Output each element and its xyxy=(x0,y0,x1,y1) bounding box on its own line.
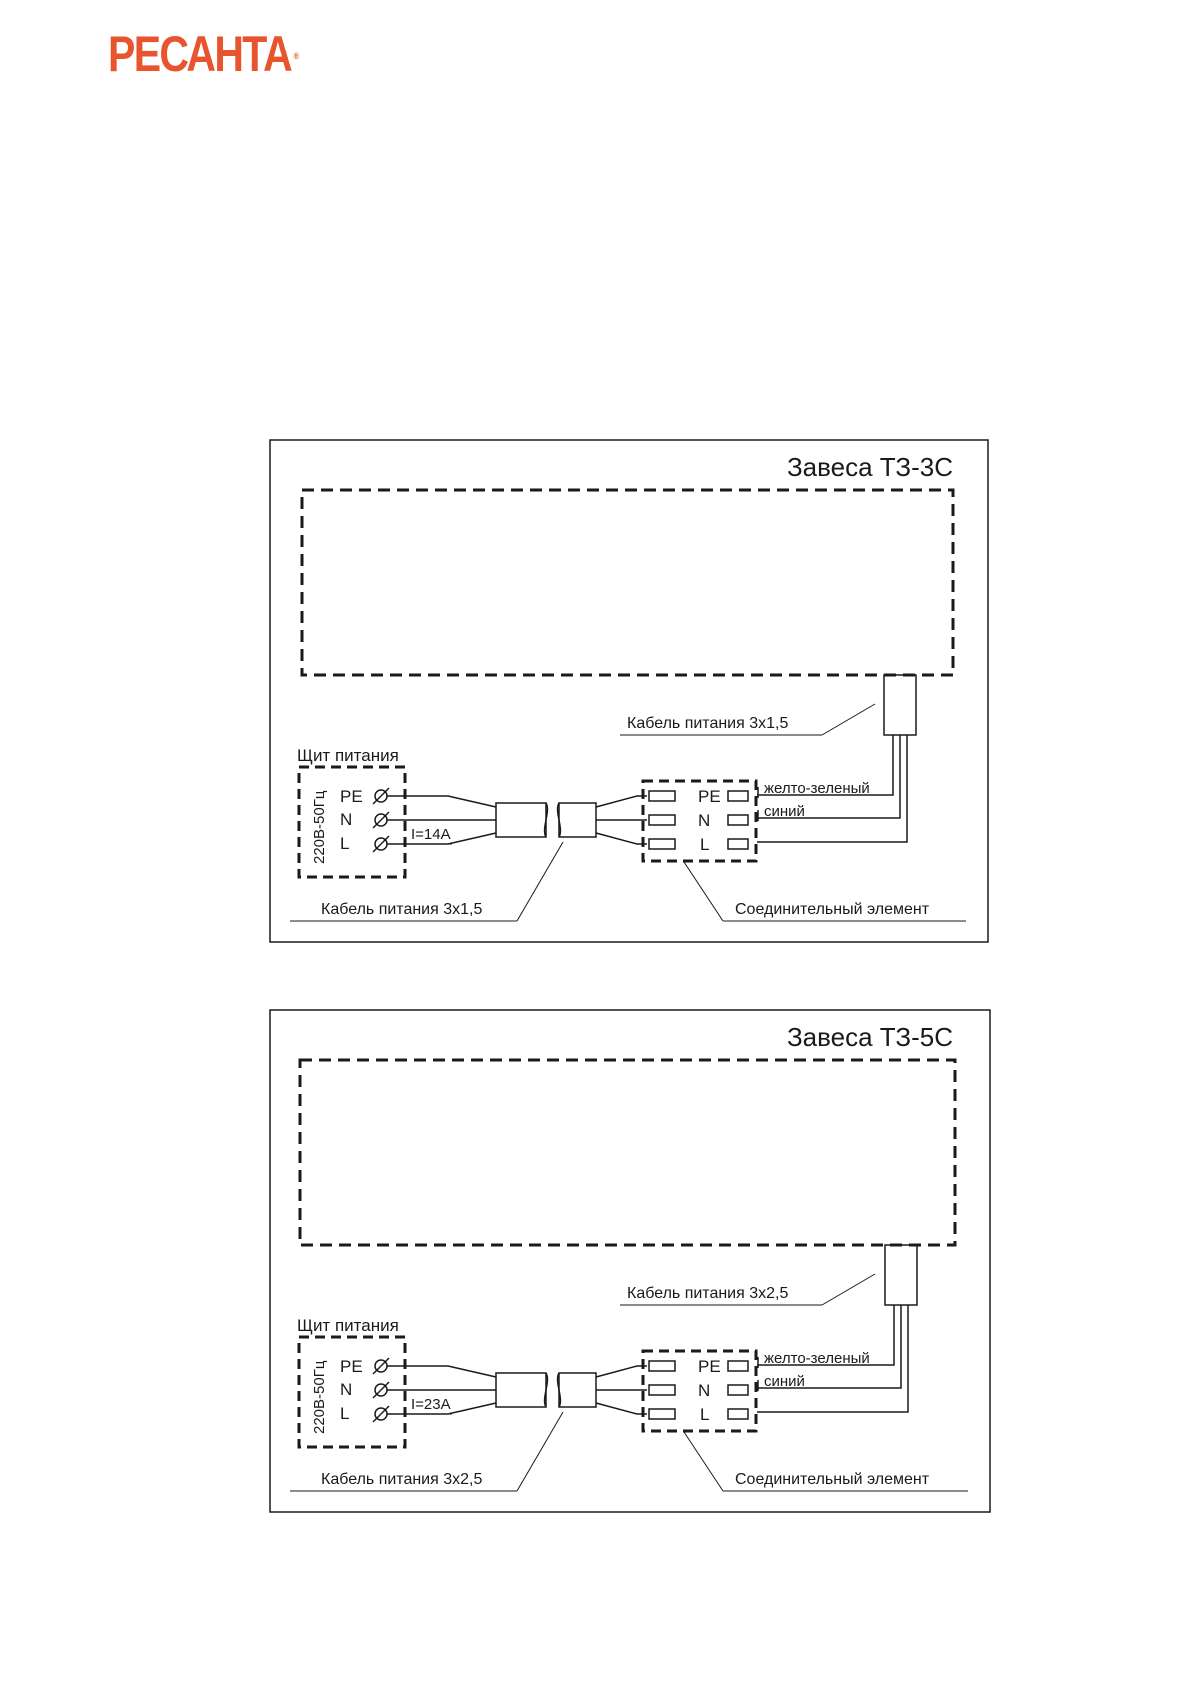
connector-l-label: L xyxy=(700,835,709,854)
diagram-title: Завеса ТЗ-3С xyxy=(787,452,953,482)
cable-supply-label: Кабель питания 3х1,5 xyxy=(321,901,482,918)
resanta-logo: РЕСАНТА® xyxy=(108,29,299,79)
connector-label: Соединительный элемент xyxy=(735,1471,930,1488)
supply-label: 220В-50Гц xyxy=(311,1360,328,1434)
terminal-l-label: L xyxy=(340,1404,349,1423)
terminal-n-label: N xyxy=(340,1380,352,1399)
cable-supply-leader xyxy=(516,841,564,922)
wire-n-label: синий xyxy=(764,1373,805,1390)
terminal-screws xyxy=(372,1357,390,1423)
connector-pe-label: PE xyxy=(698,1357,721,1376)
wire-n-label: синий xyxy=(764,803,805,820)
panel-label: Щит питания xyxy=(297,1316,399,1335)
supply-cable xyxy=(387,795,647,845)
current-label: I=23A xyxy=(411,1396,451,1413)
connector-clamps xyxy=(648,1360,749,1420)
cable-gland xyxy=(884,1244,918,1306)
cable-device-leader xyxy=(821,1273,876,1306)
wire-pe-label: желто-зеленый xyxy=(764,1350,870,1367)
cable-device-leader xyxy=(821,703,876,736)
curtain-outline xyxy=(298,1058,957,1247)
terminal-pe-label: PE xyxy=(340,787,363,806)
cable-device-label: Кабель питания 3х2,5 xyxy=(627,1285,788,1302)
terminal-pe-label: PE xyxy=(340,1357,363,1376)
curtain-outline xyxy=(300,488,955,677)
diagram-frame xyxy=(269,439,989,943)
panel-label: Щит питания xyxy=(297,746,399,765)
connector-l-label: L xyxy=(700,1405,709,1424)
connector-label: Соединительный элемент xyxy=(735,901,930,918)
cable-gland xyxy=(883,674,917,736)
device-cable-wires xyxy=(757,735,908,843)
power-panel xyxy=(297,1335,407,1449)
diagram-title: Завеса ТЗ-5С xyxy=(787,1022,953,1052)
cable-supply-leader xyxy=(516,1411,564,1492)
logo-text: РЕСАНТА xyxy=(108,26,293,82)
supply-label: 220В-50Гц xyxy=(311,790,328,864)
cable-device-label: Кабель питания 3х1,5 xyxy=(627,715,788,732)
current-label: I=14A xyxy=(411,826,451,843)
wiring-diagram-tz5c: Завеса ТЗ-5С Кабель питания 3х2,5 Щит пи… xyxy=(269,1009,991,1513)
diagram-frame xyxy=(269,1009,991,1513)
connector-block xyxy=(641,1349,758,1433)
connector-pe-label: PE xyxy=(698,787,721,806)
connector-block xyxy=(641,779,758,863)
connector-n-label: N xyxy=(698,811,710,830)
connector-leader xyxy=(683,861,724,922)
terminal-n-label: N xyxy=(340,810,352,829)
cable-supply-label: Кабель питания 3х2,5 xyxy=(321,1471,482,1488)
power-panel xyxy=(297,765,407,879)
wiring-diagram-tz3c: Завеса ТЗ-3С Кабель питания 3х1,5 Щит пи… xyxy=(269,439,989,943)
logo-registered-mark: ® xyxy=(293,51,299,61)
wire-pe-label: желто-зеленый xyxy=(764,780,870,797)
terminal-screws xyxy=(372,787,390,853)
connector-leader xyxy=(683,1431,724,1492)
connector-clamps xyxy=(648,790,749,850)
device-cable-wires xyxy=(757,1305,909,1413)
connector-n-label: N xyxy=(698,1381,710,1400)
terminal-l-label: L xyxy=(340,834,349,853)
